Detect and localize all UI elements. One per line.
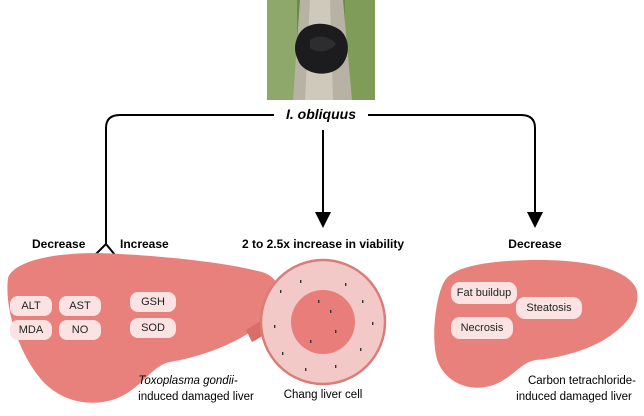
left-decrease-markers: ALT AST MDA NO: [10, 296, 101, 340]
marker-no: NO: [72, 324, 89, 336]
left-increase-label: Increase: [120, 237, 169, 251]
right-markers: Fat buildup Steatosis Necrosis: [451, 282, 582, 339]
marker-pill-gsh: [130, 292, 176, 312]
marker-fat-buildup: Fat buildup: [457, 287, 511, 299]
left-branch-line: [105, 114, 274, 244]
marker-gsh: GSH: [141, 296, 165, 308]
marker-mda: MDA: [19, 324, 44, 336]
right-header: Decrease: [508, 237, 562, 251]
marker-necrosis: Necrosis: [461, 322, 504, 334]
right-caption-line2: induced damaged liver: [516, 391, 632, 403]
marker-pill-fat-buildup: [451, 282, 517, 304]
marker-sod: SOD: [141, 322, 165, 334]
marker-alt: ALT: [21, 300, 41, 312]
marker-pill-mda: [10, 320, 52, 340]
right-branch-arrow: [368, 114, 543, 228]
chang-liver-cell: [259, 258, 387, 386]
marker-pill-sod: [130, 318, 176, 338]
left-increase-markers: GSH SOD: [130, 292, 176, 338]
center-label: I. obliquus: [286, 106, 356, 122]
marker-ast: AST: [69, 300, 91, 312]
marker-pill-steatosis: [516, 297, 582, 319]
marker-pill-ast: [59, 296, 101, 316]
chaga-photo: [267, 0, 375, 100]
middle-header: 2 to 2.5x increase in viability: [242, 237, 404, 251]
left-decrease-label: Decrease: [32, 237, 86, 251]
middle-caption: Chang liver cell: [284, 389, 363, 401]
left-caption-line1: Toxoplasma gondii-: [138, 375, 237, 387]
marker-steatosis: Steatosis: [526, 302, 572, 314]
marker-pill-no: [59, 320, 101, 340]
marker-pill-necrosis: [451, 317, 513, 339]
marker-pill-alt: [10, 296, 52, 316]
right-caption-line1: Carbon tetrachloride-: [528, 375, 636, 387]
left-caption-line2: induced damaged liver: [138, 391, 254, 403]
